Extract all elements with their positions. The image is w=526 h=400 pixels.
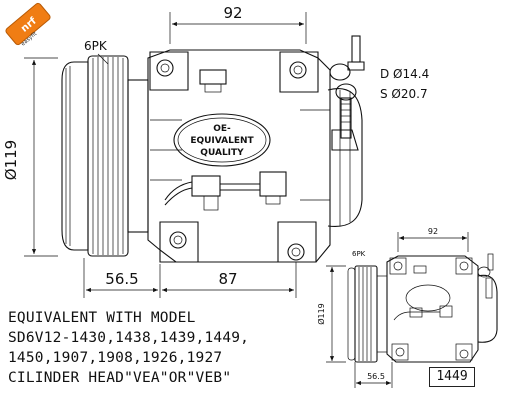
dimension-87: 87 xyxy=(162,262,297,298)
stamp-line-3: QUALITY xyxy=(200,148,244,158)
info-line-2: SD6V12-1430,1438,1439,1449, xyxy=(8,330,250,346)
dim-height: Ø119 xyxy=(2,140,20,180)
thumb-dim-left-bottom: 56.5 xyxy=(367,372,385,381)
main-view: OE- EQUIVALENT QUALITY xyxy=(2,4,429,298)
thumb-dim-height: Ø119 xyxy=(316,303,326,325)
oe-quality-stamp: OE- EQUIVALENT QUALITY xyxy=(173,113,271,167)
thumbnail-view: 92 Ø119 56.5 6PK xyxy=(316,227,498,388)
electrical-connector xyxy=(164,171,287,211)
dim-left-bottom: 56.5 xyxy=(105,270,138,288)
compressor-body xyxy=(147,49,331,263)
dim-top-width: 92 xyxy=(223,4,242,22)
pulley-label: 6PK xyxy=(84,39,108,53)
info-line-4: CILINDER HEAD"VEA"OR"VEB" xyxy=(8,370,232,386)
port-label-d: D Ø14.4 xyxy=(380,67,429,81)
stamp-line-2: EQUIVALENT xyxy=(190,136,254,146)
service-ports xyxy=(329,35,365,151)
dim-right-bottom: 87 xyxy=(218,270,237,288)
dimension-92: 92 xyxy=(169,4,307,44)
nrf-logo-icon: nrf easyfit xyxy=(5,2,51,47)
part-number: 1449 xyxy=(436,369,468,384)
port-label-s: S Ø20.7 xyxy=(380,87,428,101)
thumb-dim-top-width: 92 xyxy=(428,227,438,236)
stamp-line-1: OE- xyxy=(213,124,231,134)
pulley xyxy=(61,55,149,257)
info-line-1: EQUIVALENT WITH MODEL xyxy=(8,310,196,326)
rear-head xyxy=(327,88,363,228)
info-line-3: 1450,1907,1908,1926,1927 xyxy=(8,350,223,366)
thumb-pulley-label: 6PK xyxy=(352,250,366,258)
part-number-box: 1449 xyxy=(429,367,475,387)
dimension-56-5: 56.5 xyxy=(83,258,161,298)
dimension-119: Ø119 xyxy=(2,57,58,257)
